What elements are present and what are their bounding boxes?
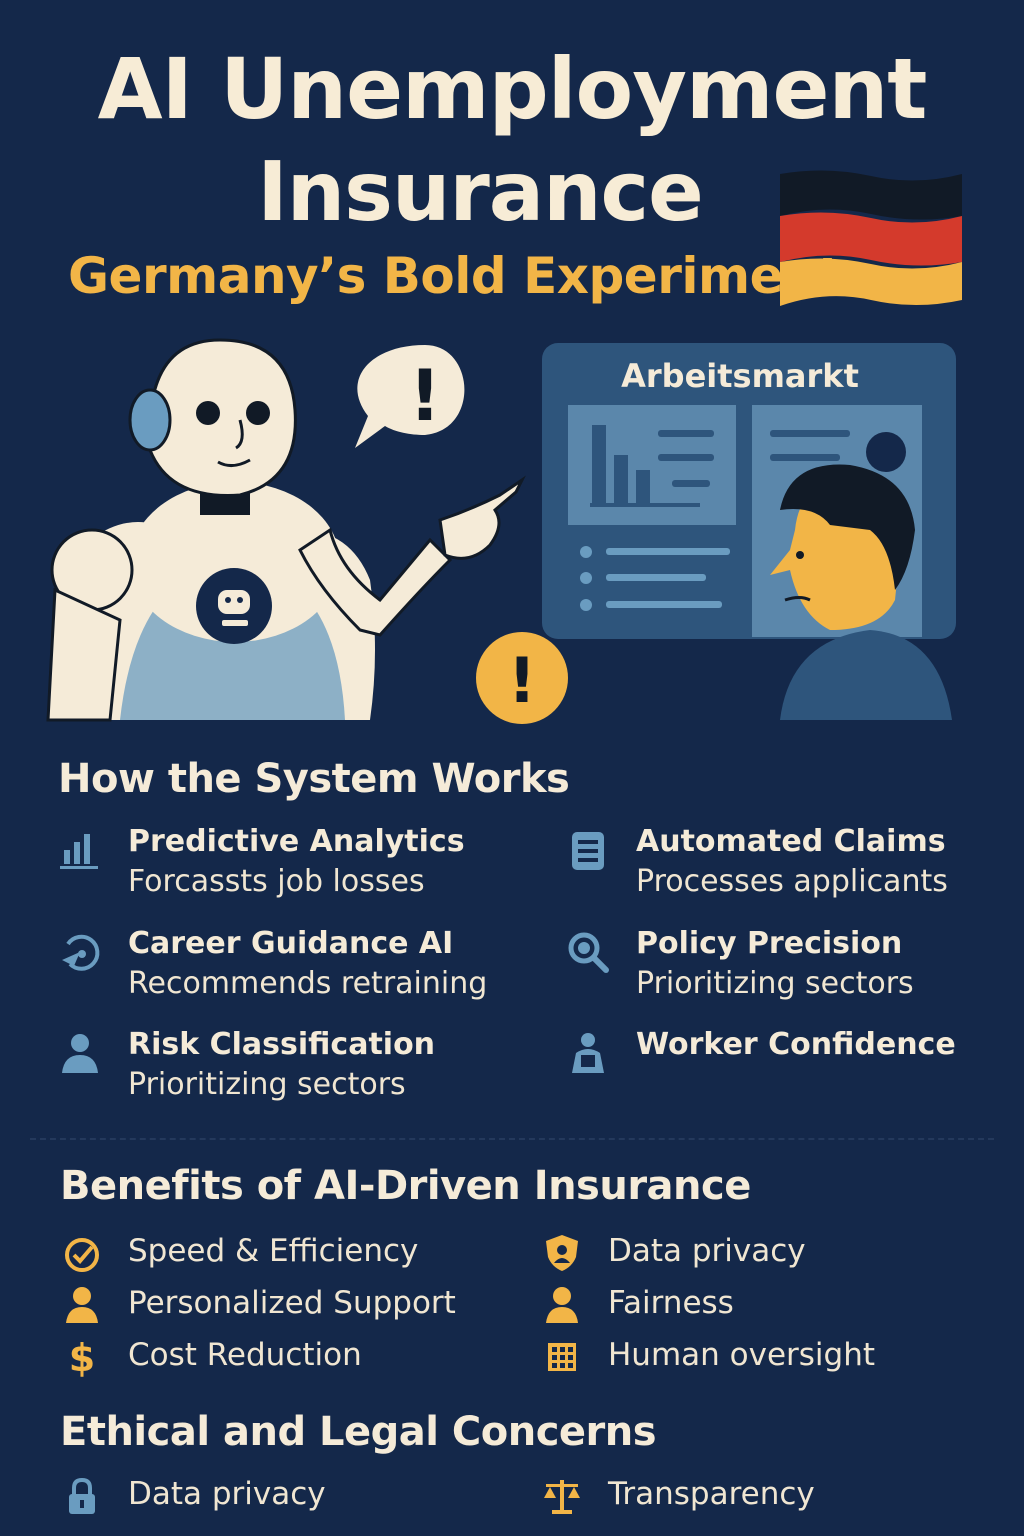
feature-title: Career Guidance AI xyxy=(128,926,454,961)
document-list-icon xyxy=(572,832,604,870)
feature-subtitle: Processes applicants xyxy=(636,864,948,899)
feature-subtitle: Prioritizing sectors xyxy=(636,966,914,1001)
benefits-heading: Benefits of AI-Driven Insurance xyxy=(60,1163,751,1209)
benefit-personalized-support: Personalized Support xyxy=(62,1283,482,1327)
concern-data-privacy: Data privacy xyxy=(62,1474,482,1518)
benefit-fairness: Fairness xyxy=(542,1283,962,1327)
feature-subtitle: Prioritizing sectors xyxy=(128,1067,406,1102)
worker-icon xyxy=(572,1033,604,1073)
benefit-label: Human oversight xyxy=(608,1337,876,1373)
benefit-label: Data privacy xyxy=(608,1233,806,1269)
section-divider xyxy=(30,1138,994,1140)
worker-figure xyxy=(770,464,952,720)
speed-gauge-icon xyxy=(65,1238,99,1272)
concern-transparency: Transparency xyxy=(542,1474,962,1518)
benefit-cost-reduction: $ Cost Reduction xyxy=(62,1335,482,1379)
page-title-line2: Insurance xyxy=(257,145,703,240)
feature-title: Risk Classification xyxy=(128,1027,436,1062)
person-icon xyxy=(546,1287,578,1323)
svg-text:!: ! xyxy=(508,644,536,717)
benefit-speed: Speed & Efficiency xyxy=(62,1231,482,1275)
bar-chart-icon xyxy=(60,834,98,869)
german-flag-icon xyxy=(780,170,962,306)
scales-icon xyxy=(544,1480,580,1514)
feature-subtitle: Recommends retraining xyxy=(128,966,488,1001)
svg-text:!: ! xyxy=(409,355,441,437)
feature-title: Automated Claims xyxy=(636,824,946,859)
benefit-label: Personalized Support xyxy=(128,1285,456,1321)
concern-label: Data privacy xyxy=(128,1476,326,1512)
benefit-label: Speed & Efficiency xyxy=(128,1233,419,1269)
lock-icon xyxy=(69,1477,95,1514)
person-icon xyxy=(62,1034,98,1073)
alert-speech-bubble: ! xyxy=(355,345,465,448)
page-title-line1: AI Unemployment xyxy=(97,40,928,138)
feature-title: Policy Precision xyxy=(636,926,903,961)
benefit-label: Cost Reduction xyxy=(128,1337,362,1373)
shield-icon xyxy=(546,1235,578,1271)
benefit-label: Fairness xyxy=(608,1285,734,1321)
magnifier-icon xyxy=(568,932,609,973)
person-icon xyxy=(66,1287,98,1323)
screen-title: Arbeitsmarkt xyxy=(621,357,859,395)
benefit-data-privacy: Data privacy xyxy=(542,1231,962,1275)
grid-icon xyxy=(548,1343,576,1371)
concerns-heading: Ethical and Legal Concerns xyxy=(60,1409,657,1455)
illustration: Arbeitsmarkt ! ! xyxy=(46,338,956,724)
warning-icon: ! xyxy=(476,632,568,724)
career-arrow-icon xyxy=(62,934,100,971)
benefit-human-oversight: Human oversight xyxy=(542,1335,962,1379)
feature-title: Worker Confidence xyxy=(636,1027,956,1062)
how-it-works-heading: How the System Works xyxy=(58,756,570,802)
svg-text:$: $ xyxy=(69,1337,95,1377)
page-subtitle: Germany’s Bold Experiment xyxy=(68,247,842,305)
feature-title: Predictive Analytics xyxy=(128,824,465,859)
dollar-icon: $ xyxy=(69,1337,95,1377)
robot-figure xyxy=(46,338,526,722)
feature-subtitle: Forcassts job losses xyxy=(128,864,425,899)
concern-label: Transparency xyxy=(608,1476,815,1512)
